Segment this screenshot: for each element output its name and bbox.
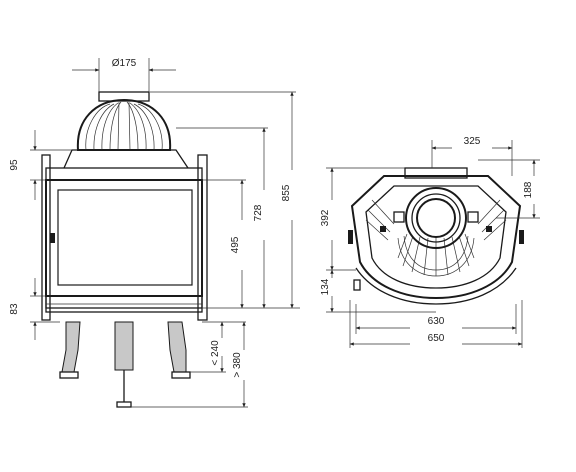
dim-leg-min: < 240 bbox=[210, 340, 221, 366]
door-glass bbox=[57, 189, 193, 286]
dim-flue-diameter: Ø175 bbox=[112, 58, 137, 69]
door-handle bbox=[50, 233, 55, 243]
dim-top-inner-width: 630 bbox=[428, 316, 445, 327]
dim-top-height: 95 bbox=[9, 159, 20, 171]
front-dimensions: Ø175 95 83 495 728 855 < 240 bbox=[9, 58, 300, 408]
top-radial-fan bbox=[397, 233, 475, 277]
flue-mid-ring bbox=[411, 193, 461, 243]
legs bbox=[59, 321, 191, 408]
dim-bottom-height: 83 bbox=[9, 303, 20, 315]
flue-outer-ring bbox=[405, 187, 467, 249]
flue-inner-ring bbox=[416, 198, 456, 238]
dim-leg-max: > 380 bbox=[232, 352, 243, 378]
top-dimensions: 325 188 392 134 630 650 bbox=[320, 136, 540, 348]
dome-ribs bbox=[85, 101, 163, 151]
dim-top-outer-width: 650 bbox=[428, 333, 445, 344]
front-view bbox=[41, 91, 208, 408]
dim-top-depth-right: 188 bbox=[523, 181, 534, 198]
dim-door-height: 495 bbox=[230, 236, 241, 253]
right-side-panel bbox=[197, 154, 208, 321]
dim-top-flue-width: 325 bbox=[464, 136, 481, 147]
dim-top-front-depth: 134 bbox=[320, 278, 331, 295]
dim-body-height: 728 bbox=[253, 204, 264, 221]
side-fins bbox=[365, 199, 507, 241]
top-front-curve bbox=[355, 267, 517, 305]
top-outline bbox=[350, 175, 522, 300]
dome-heat-exchanger bbox=[76, 98, 172, 151]
body-shoulders bbox=[63, 149, 189, 169]
top-view bbox=[348, 167, 524, 305]
dim-total-height: 855 bbox=[281, 184, 292, 201]
dim-top-depth-total: 392 bbox=[320, 209, 331, 226]
